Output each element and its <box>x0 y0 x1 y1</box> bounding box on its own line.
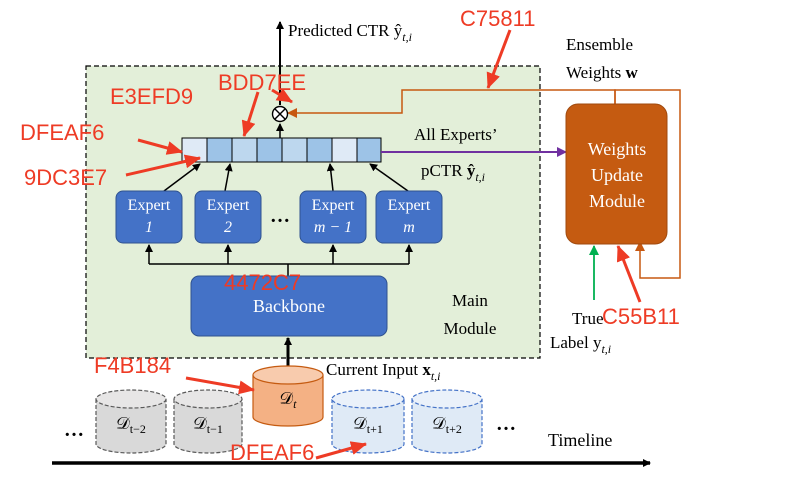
dataset-t-plus-1: 𝒟t+1 <box>331 389 405 454</box>
ensemble-label-line1: Ensemble <box>566 35 633 54</box>
svg-text:Expert: Expert <box>312 197 355 214</box>
annotation-dfeaf6-top: DFEAF6 <box>20 120 104 145</box>
multiply-icon <box>271 105 289 123</box>
main-module-label-line1: Main <box>452 291 488 310</box>
dataset-t-plus-2: 𝒟t+2 <box>411 389 483 454</box>
svg-text:2: 2 <box>224 219 232 236</box>
svg-text:Expert: Expert <box>388 197 431 214</box>
svg-text:Weights: Weights <box>588 139 647 159</box>
expert-box-1: Expert 1 <box>115 190 183 244</box>
annotation-f4b184: F4B184 <box>94 353 171 378</box>
timeline-label: Timeline <box>548 430 612 450</box>
svg-text:𝒟t+2: 𝒟t+2 <box>432 414 462 436</box>
svg-text:𝒟t+1: 𝒟t+1 <box>353 414 383 436</box>
backbone-box: Backbone <box>190 275 388 337</box>
timeline-ellipsis-left: … <box>64 419 84 441</box>
expert-box-2: Expert 2 <box>194 190 262 244</box>
annotation-9dc3e7: 9DC3E7 <box>24 165 107 190</box>
annotation-bdd7ee: BDD7EE <box>218 70 306 95</box>
true-label-line1: True <box>572 309 604 328</box>
annotation-arrows <box>125 29 642 460</box>
svg-text:Backbone: Backbone <box>253 296 325 316</box>
backbone-to-experts-arrows <box>145 244 413 276</box>
annotation-e3efd9: E3EFD9 <box>110 84 193 109</box>
expert-box-m-minus-1: Expert m − 1 <box>299 190 367 244</box>
annotation-c55b11: C55B11 <box>602 304 680 329</box>
timeline-ellipsis-right: … <box>496 413 516 435</box>
annotation-dfeaf6-bottom: DFEAF6 <box>230 440 314 465</box>
annotation-c75811: C75811 <box>460 6 535 31</box>
svg-text:m: m <box>403 219 415 236</box>
svg-text:Module: Module <box>589 191 645 211</box>
dataset-t-minus-1: 𝒟t−1 <box>173 389 243 454</box>
svg-text:𝒟t−1: 𝒟t−1 <box>193 414 223 436</box>
svg-text:𝒟t: 𝒟t <box>280 389 298 411</box>
svg-text:1: 1 <box>145 219 153 236</box>
experts-ellipsis: … <box>270 205 290 227</box>
expert-to-vector-arrows <box>163 163 409 192</box>
weights-feedback-loop <box>614 89 681 279</box>
weights-update-module: Weights Update Module <box>565 103 668 245</box>
all-experts-label-line1: All Experts’ <box>414 125 498 144</box>
annotation-4472c7: 4472C7 <box>224 270 301 295</box>
expert-box-m: Expert m <box>375 190 443 244</box>
svg-text:𝒟t−2: 𝒟t−2 <box>116 414 146 436</box>
svg-text:Update: Update <box>591 165 643 185</box>
svg-text:m − 1: m − 1 <box>314 219 352 236</box>
true-label-line2: Label yt,i <box>550 333 611 356</box>
main-module-label-line2: Module <box>444 319 497 338</box>
output-label: Predicted CTR ŷt,i <box>288 21 412 44</box>
svg-text:Expert: Expert <box>128 197 171 214</box>
ensemble-label-line2: Weights w <box>566 63 639 82</box>
current-input-label: Current Input xt,i <box>326 360 441 383</box>
dataset-t-minus-2: 𝒟t−2 <box>95 389 167 454</box>
expert-output-vector <box>181 137 382 163</box>
dataset-t-current: 𝒟t <box>252 365 324 427</box>
all-experts-label-line2: pCTR ŷt,i <box>421 161 485 184</box>
svg-text:Expert: Expert <box>207 197 250 214</box>
